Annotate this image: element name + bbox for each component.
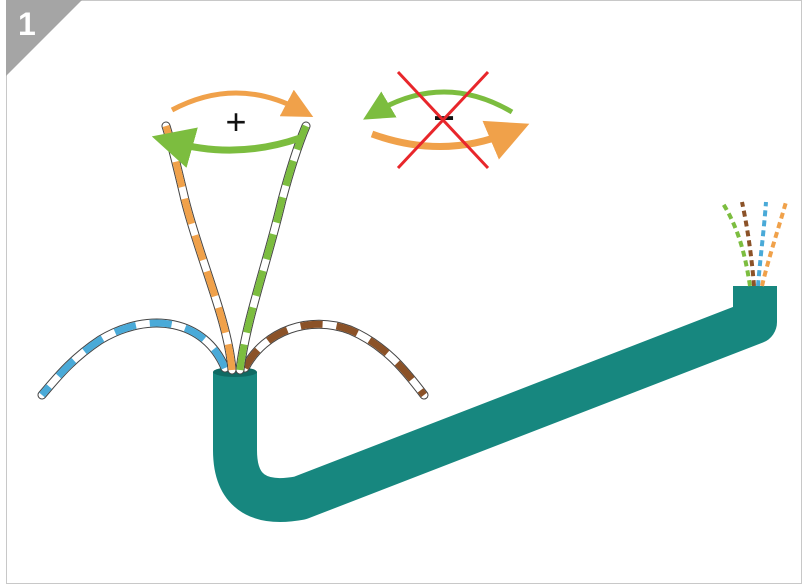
far-end-wire-pairs: [720, 200, 788, 287]
cable-jacket: [213, 286, 777, 522]
blue-wire-pair: [37, 318, 230, 400]
incorrect-twist-icon: [363, 89, 530, 160]
plus-symbol: +: [225, 101, 246, 142]
brown-wire-pair: [240, 319, 429, 400]
step-number: 1: [18, 6, 36, 42]
cross-icon: [396, 70, 490, 170]
correct-twist-icon: [151, 89, 314, 168]
step-badge: [6, 0, 82, 76]
green-wire-pair: [235, 121, 311, 375]
